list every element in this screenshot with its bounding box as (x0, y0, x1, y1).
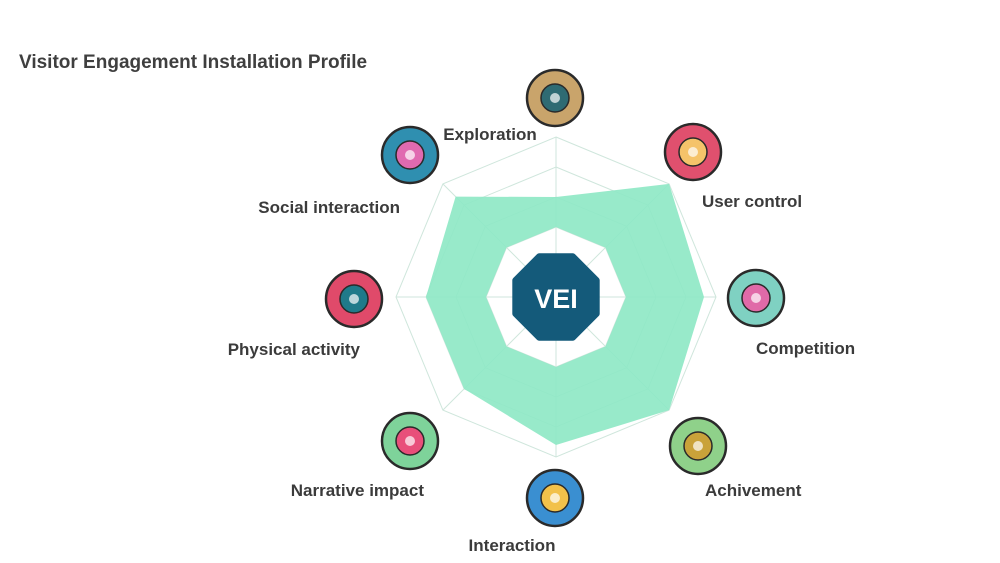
data-area (426, 183, 704, 445)
axis-label-achivement: Achivement (705, 481, 802, 500)
axis-label-physical-activity: Physical activity (228, 340, 361, 359)
axis-label-social-interaction: Social interaction (258, 198, 400, 217)
chess-rivals-icon (726, 268, 786, 328)
center-badge: VEI (512, 253, 600, 341)
icon-highlight (693, 441, 703, 451)
conversation-icon (380, 125, 440, 185)
map-binoculars-icon (525, 68, 585, 128)
axis-label-user-control: User control (702, 192, 802, 211)
chart-title: Visitor Engagement Installation Profile (19, 52, 368, 73)
running-figure-icon (324, 269, 384, 329)
axis-label-interaction: Interaction (469, 536, 556, 555)
center-label: VEI (534, 284, 578, 314)
icon-highlight (405, 436, 415, 446)
crowd-interaction-icon (525, 468, 585, 528)
trophy-icon (668, 416, 728, 476)
open-book-icon (380, 411, 440, 471)
axis-label-exploration: Exploration (443, 125, 537, 144)
icon-highlight (405, 150, 415, 160)
icon-highlight (550, 93, 560, 103)
icon-highlight (349, 294, 359, 304)
icon-highlight (751, 293, 761, 303)
icon-highlight (550, 493, 560, 503)
radar-data (425, 183, 705, 446)
icon-highlight (688, 147, 698, 157)
center-octagon (512, 253, 600, 341)
puppet-strings-icon (663, 122, 723, 182)
axis-label-narrative-impact: Narrative impact (291, 481, 425, 500)
axis-label-competition: Competition (756, 339, 855, 358)
axis-icons (324, 68, 786, 528)
